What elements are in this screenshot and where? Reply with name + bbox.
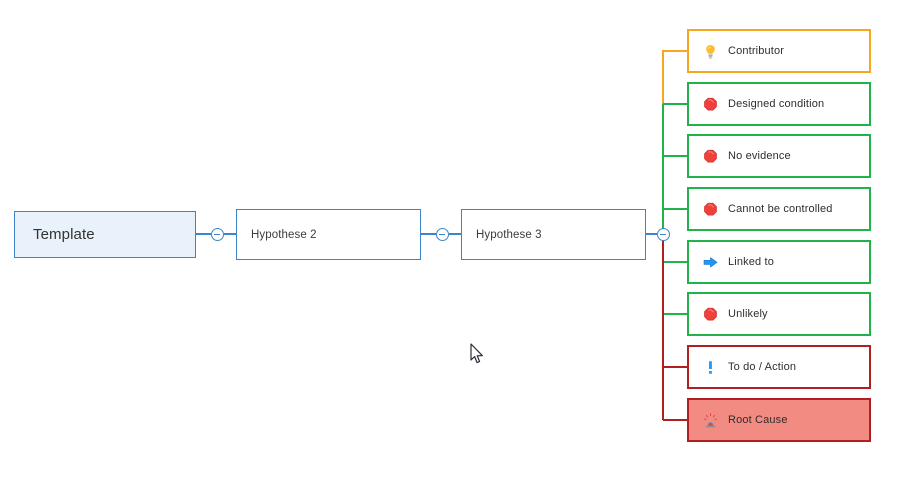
category-node-label: No evidence — [728, 150, 791, 162]
chain-node-label: Template — [33, 226, 95, 243]
blue-exclamation-icon — [709, 360, 712, 374]
category-node-label: Linked to — [728, 256, 774, 268]
category-node-label: Contributor — [728, 45, 785, 57]
category-node-label: Unlikely — [728, 308, 768, 320]
category-node-contributor[interactable]: Contributor — [687, 29, 871, 73]
collapse-toggle-2-icon[interactable] — [436, 228, 449, 241]
category-node-cannot-be-controlled[interactable]: Cannot be controlled — [687, 187, 871, 231]
red-octagon-icon — [704, 202, 717, 215]
category-node-designed-condition[interactable]: Designed condition — [687, 82, 871, 126]
category-node-unlikely[interactable]: Unlikely — [687, 292, 871, 336]
red-octagon-icon — [704, 149, 717, 162]
chain-node-label: Hypothese 2 — [251, 228, 317, 241]
category-node-label: To do / Action — [728, 361, 797, 373]
collapse-toggle-3-icon[interactable] — [657, 228, 670, 241]
category-node-no-evidence[interactable]: No evidence — [687, 134, 871, 178]
branch-red — [662, 234, 687, 421]
category-node-root-cause[interactable]: Root Cause — [687, 398, 871, 442]
category-node-linked-to[interactable]: Linked to — [687, 240, 871, 284]
branch-green — [662, 103, 687, 315]
category-node-label: Designed condition — [728, 98, 825, 110]
blue-arrow-icon — [703, 256, 718, 267]
category-node-to-do-action[interactable]: To do / Action — [687, 345, 871, 389]
chain-node-hypothese-3[interactable]: Hypothese 3 — [461, 209, 646, 260]
collapse-toggle-1-icon[interactable] — [211, 228, 224, 241]
red-octagon-icon — [704, 307, 717, 320]
category-node-label: Root Cause — [728, 414, 788, 426]
lightbulb-icon — [706, 44, 715, 59]
chain-node-hypothese-2[interactable]: Hypothese 2 — [236, 209, 421, 260]
red-octagon-icon — [704, 97, 717, 110]
branch-orange — [662, 50, 687, 104]
category-node-label: Cannot be controlled — [728, 203, 833, 215]
chain-node-template[interactable]: Template — [14, 211, 196, 258]
siren-icon — [703, 412, 718, 427]
chain-node-label: Hypothese 3 — [476, 228, 542, 241]
mouse-cursor — [470, 343, 483, 364]
